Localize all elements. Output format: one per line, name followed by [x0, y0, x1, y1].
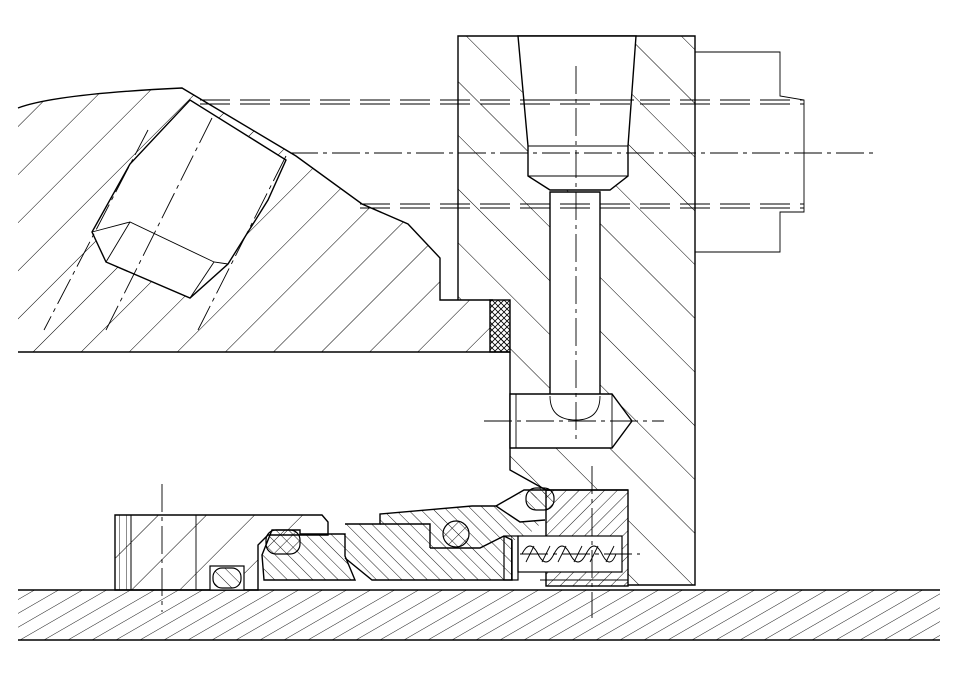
compression-spring [520, 466, 640, 618]
spring-retainer [503, 489, 629, 587]
rotating-face-ring [261, 529, 357, 581]
left-oring [209, 565, 245, 591]
inclined-housing [17, 87, 510, 353]
crosshatched-seal-insert [489, 299, 511, 353]
face-oring [442, 520, 470, 548]
base-shaft [18, 589, 940, 641]
phantom-bolt-outline [200, 51, 878, 440]
